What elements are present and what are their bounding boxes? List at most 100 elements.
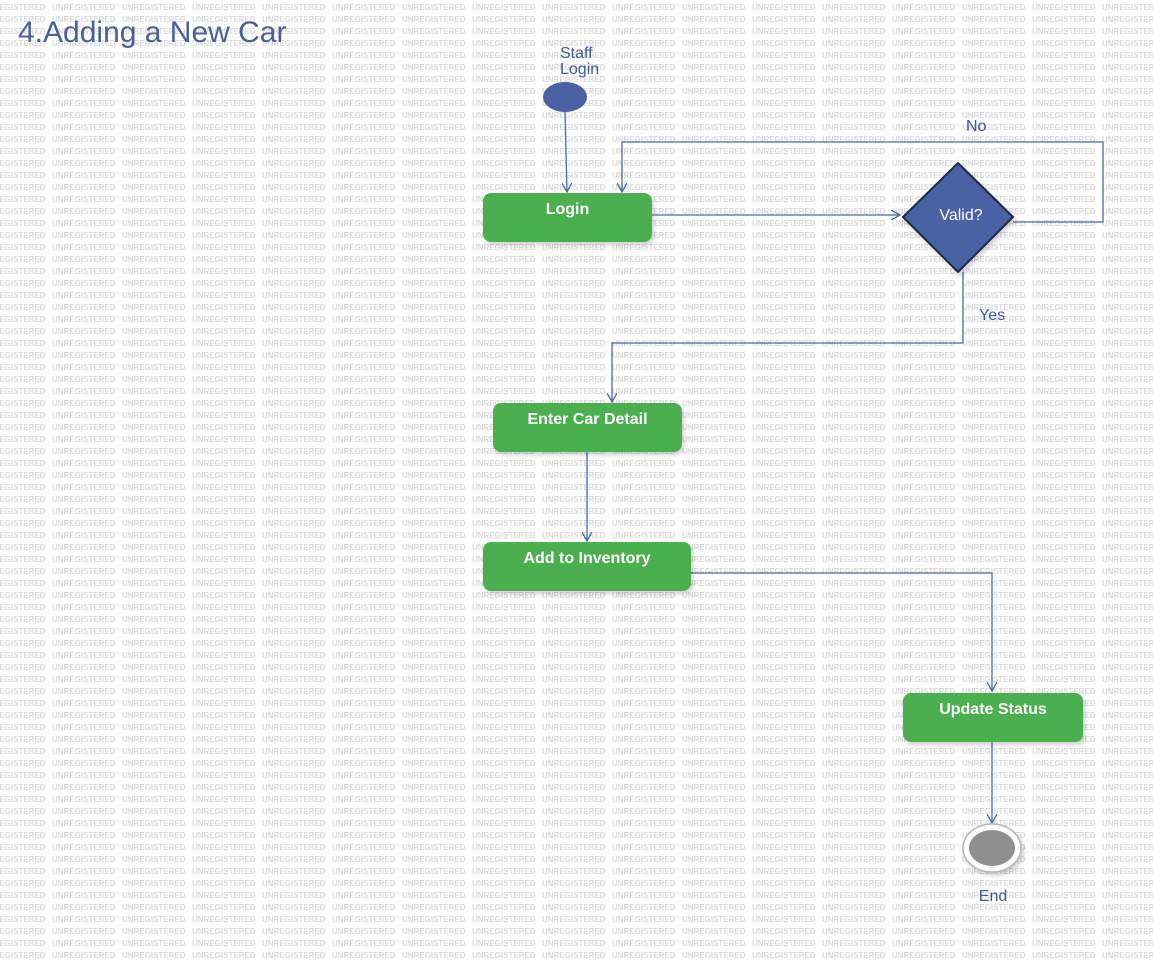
watermark-text: UNREGISTERED: [402, 759, 466, 768]
watermark-text: UNREGISTERED: [262, 543, 326, 552]
watermark-text: UNREGISTERED: [122, 147, 186, 156]
watermark-text: UNREGISTERED: [52, 99, 116, 108]
watermark-text: UNREGISTERED: [192, 327, 256, 336]
watermark-text: UNREGISTERED: [0, 51, 46, 60]
watermark-text: UNREGISTERED: [402, 63, 466, 72]
watermark-text: UNREGISTERED: [52, 111, 116, 120]
watermark-text: UNREGISTERED: [122, 699, 186, 708]
watermark-text: UNREGISTERED: [122, 675, 186, 684]
watermark-text: UNREGISTERED: [472, 111, 536, 120]
watermark-text: UNREGISTERED: [192, 279, 256, 288]
watermark-text: UNREGISTERED: [962, 375, 1026, 384]
watermark-text: UNREGISTERED: [822, 375, 886, 384]
watermark-text: UNREGISTERED: [52, 363, 116, 372]
watermark-text: UNREGISTERED: [52, 279, 116, 288]
watermark-text: UNREGISTERED: [332, 771, 396, 780]
watermark-text: UNREGISTERED: [822, 675, 886, 684]
action-login[interactable]: [483, 193, 652, 242]
watermark-text: UNREGISTERED: [1032, 915, 1096, 924]
watermark-text: UNREGISTERED: [682, 183, 746, 192]
watermark-text: UNREGISTERED: [1032, 927, 1096, 936]
watermark-text: UNREGISTERED: [262, 27, 326, 36]
watermark-text: UNREGISTERED: [472, 627, 536, 636]
watermark-text: UNREGISTERED: [0, 339, 46, 348]
watermark-text: UNREGISTERED: [822, 207, 886, 216]
watermark-text: UNREGISTERED: [0, 927, 46, 936]
watermark-text: UNREGISTERED: [0, 747, 46, 756]
action-update-status-box[interactable]: [903, 693, 1083, 742]
watermark-text: UNREGISTERED: [0, 567, 46, 576]
watermark-text: UNREGISTERED: [962, 123, 1026, 132]
watermark-text: UNREGISTERED: [332, 519, 396, 528]
watermark-text: UNREGISTERED: [822, 939, 886, 948]
action-enter-car-detail-box[interactable]: [493, 403, 682, 452]
watermark-text: UNREGISTERED: [682, 351, 746, 360]
watermark-text: UNREGISTERED: [1032, 519, 1096, 528]
watermark-text: UNREGISTERED: [1032, 99, 1096, 108]
watermark-text: UNREGISTERED: [1032, 75, 1096, 84]
watermark-text: UNREGISTERED: [892, 63, 956, 72]
watermark-text: UNREGISTERED: [1032, 831, 1096, 840]
watermark-text: UNREGISTERED: [332, 891, 396, 900]
watermark-text: UNREGISTERED: [612, 303, 676, 312]
initial-node[interactable]: [543, 82, 587, 112]
watermark-text: UNREGISTERED: [0, 27, 46, 36]
watermark-text: UNREGISTERED: [962, 291, 1026, 300]
watermark-text: UNREGISTERED: [122, 351, 186, 360]
watermark-text: UNREGISTERED: [1102, 867, 1153, 876]
watermark-text: UNREGISTERED: [122, 243, 186, 252]
watermark-text: UNREGISTERED: [402, 387, 466, 396]
watermark-text: UNREGISTERED: [822, 159, 886, 168]
watermark-text: UNREGISTERED: [962, 87, 1026, 96]
watermark-text: UNREGISTERED: [1032, 867, 1096, 876]
decision-valid-diamond[interactable]: [901, 161, 1015, 274]
decision-valid[interactable]: [901, 161, 1015, 274]
watermark-text: UNREGISTERED: [612, 723, 676, 732]
final-node-core[interactable]: [969, 830, 1015, 866]
watermark-text: UNREGISTERED: [1032, 567, 1096, 576]
watermark-text: UNREGISTERED: [892, 447, 956, 456]
watermark-text: UNREGISTERED: [822, 687, 886, 696]
watermark-text: UNREGISTERED: [542, 351, 606, 360]
watermark-text: UNREGISTERED: [682, 567, 746, 576]
watermark-text: UNREGISTERED: [822, 135, 886, 144]
action-enter-car-detail[interactable]: [493, 403, 682, 452]
watermark-text: UNREGISTERED: [402, 651, 466, 660]
watermark-text: UNREGISTERED: [892, 423, 956, 432]
watermark-text: UNREGISTERED: [682, 63, 746, 72]
watermark-text: UNREGISTERED: [402, 219, 466, 228]
action-login-box[interactable]: [483, 193, 652, 242]
action-update-status[interactable]: [903, 693, 1083, 742]
watermark-text: UNREGISTERED: [262, 183, 326, 192]
watermark-text: UNREGISTERED: [0, 951, 46, 960]
watermark-text: UNREGISTERED: [402, 267, 466, 276]
watermark-text: UNREGISTERED: [1102, 483, 1153, 492]
final-node[interactable]: [962, 823, 1022, 873]
watermark-text: UNREGISTERED: [262, 351, 326, 360]
watermark-text: UNREGISTERED: [962, 675, 1026, 684]
watermark-text: UNREGISTERED: [332, 543, 396, 552]
watermark-text: UNREGISTERED: [332, 279, 396, 288]
watermark-text: UNREGISTERED: [542, 483, 606, 492]
watermark-text: UNREGISTERED: [542, 615, 606, 624]
watermark-text: UNREGISTERED: [262, 339, 326, 348]
watermark-text: UNREGISTERED: [612, 255, 676, 264]
watermark-text: UNREGISTERED: [682, 195, 746, 204]
watermark-text: UNREGISTERED: [752, 543, 816, 552]
watermark-text: UNREGISTERED: [962, 339, 1026, 348]
watermark-text: UNREGISTERED: [612, 159, 676, 168]
watermark-text: UNREGISTERED: [892, 555, 956, 564]
action-add-to-inventory[interactable]: [483, 542, 691, 591]
watermark-text: UNREGISTERED: [542, 243, 606, 252]
watermark-text: UNREGISTERED: [192, 843, 256, 852]
watermark-text: UNREGISTERED: [192, 591, 256, 600]
action-add-to-inventory-box[interactable]: [483, 542, 691, 591]
watermark-text: UNREGISTERED: [962, 51, 1026, 60]
watermark-text: UNREGISTERED: [122, 447, 186, 456]
watermark-text: UNREGISTERED: [752, 51, 816, 60]
watermark-text: UNREGISTERED: [962, 519, 1026, 528]
watermark-text: UNREGISTERED: [542, 291, 606, 300]
watermark-text: UNREGISTERED: [1102, 711, 1153, 720]
watermark-text: UNREGISTERED: [262, 399, 326, 408]
